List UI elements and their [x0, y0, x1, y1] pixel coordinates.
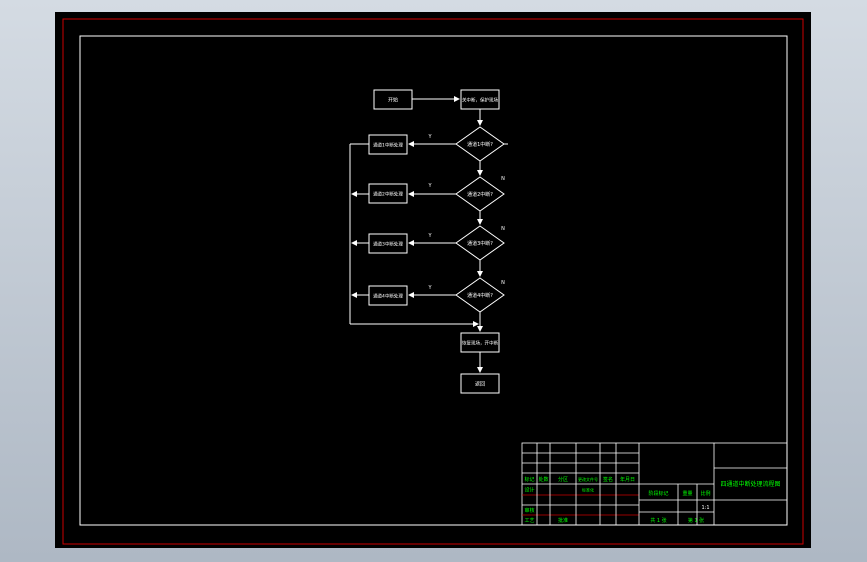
edge-label-yes-3: Y	[427, 233, 432, 239]
tb-approve: 批准	[558, 517, 568, 524]
edge-label-yes-1: Y	[427, 134, 432, 140]
label-p3: 通道3中断处理	[373, 241, 403, 248]
tb-change-doc: 更改文件号	[578, 476, 598, 482]
tb-scale: 比例	[700, 490, 710, 497]
tb-date: 年月日	[620, 476, 635, 483]
label-d2: 通道2中断?	[467, 191, 493, 198]
flowchart-labels: 开始 关中断，保护现场 通道1中断? 通道2中断? 通道3中断? 通道4中断? …	[373, 97, 505, 388]
edge-label-no-1: N	[501, 176, 505, 182]
label-p4: 通道4中断处理	[373, 293, 403, 300]
tb-standardize: 标准化	[582, 487, 594, 493]
title-block	[521, 442, 788, 526]
edge-label-no-2: N	[501, 226, 505, 232]
label-init: 关中断，保护现场	[462, 97, 498, 104]
label-ret: 返回	[475, 381, 485, 388]
label-start: 开始	[388, 97, 398, 104]
tb-design: 设计	[524, 487, 534, 494]
tb-sign: 签名	[603, 476, 613, 483]
drawing-sheet	[55, 12, 811, 548]
tb-mark: 标记	[524, 476, 534, 483]
label-p1: 通道1中断处理	[373, 142, 403, 149]
label-d4: 通道4中断?	[467, 292, 493, 299]
tb-sheets-total: 共 1 张	[650, 517, 666, 524]
label-restore: 恢复现场，开中断	[462, 340, 498, 347]
tb-weight: 重量	[682, 490, 692, 497]
edge-label-no-3: N	[501, 280, 505, 286]
outer-frame	[62, 18, 804, 545]
edge-label-yes-2: Y	[427, 183, 432, 189]
tb-sheet-no: 第 1 张	[688, 517, 704, 524]
inner-border	[79, 35, 788, 526]
edge-label-yes-4: Y	[427, 285, 432, 291]
tb-scale-value: 1:1	[701, 505, 709, 511]
label-d1: 通道1中断?	[467, 141, 493, 148]
tb-process: 工艺	[524, 518, 534, 524]
node-ret	[460, 373, 500, 394]
tb-drawing-title: 四通道中断处理流程图	[720, 480, 780, 488]
title-block-labels: 标记 处数 分区 更改文件号 签名 年月日 设计 标准化 审核 工艺 批准 阶段…	[524, 476, 780, 524]
label-p2: 通道2中断处理	[373, 191, 403, 198]
tb-stage-mark: 阶段标记	[648, 490, 668, 497]
tb-review: 审核	[524, 507, 534, 514]
flowchart	[349, 89, 508, 394]
tb-zone: 分区	[558, 476, 568, 483]
tb-count: 处数	[538, 476, 548, 483]
label-d3: 通道3中断?	[467, 240, 493, 247]
